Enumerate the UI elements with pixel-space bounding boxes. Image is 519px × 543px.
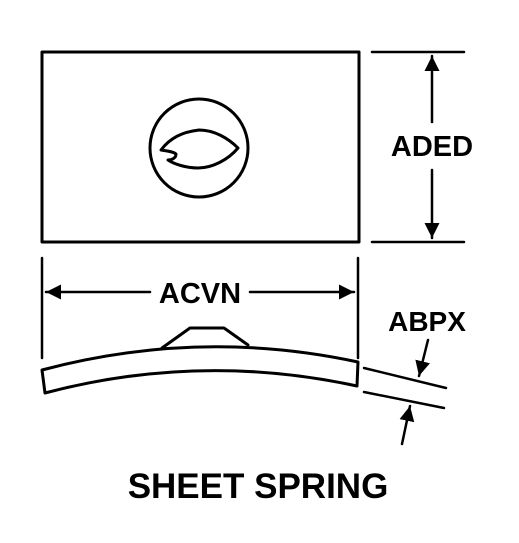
thickness-arrow-top [415, 338, 430, 378]
height-dimension-label: ADED [391, 131, 473, 163]
spring-side-view [40, 345, 360, 395]
spring-bump [160, 326, 250, 350]
plate-top-view [40, 50, 361, 244]
center-hole-circle [148, 97, 250, 199]
diagram-caption: SHEET SPRING [128, 467, 389, 506]
thickness-extension-top [362, 366, 448, 390]
thickness-extension-bottom [362, 390, 446, 410]
width-dimension-label: ACVN [159, 278, 241, 310]
thickness-dimension-label: ABPX [388, 306, 466, 337]
thickness-arrow-bottom [399, 404, 415, 446]
spring-tab-shape [159, 128, 240, 170]
